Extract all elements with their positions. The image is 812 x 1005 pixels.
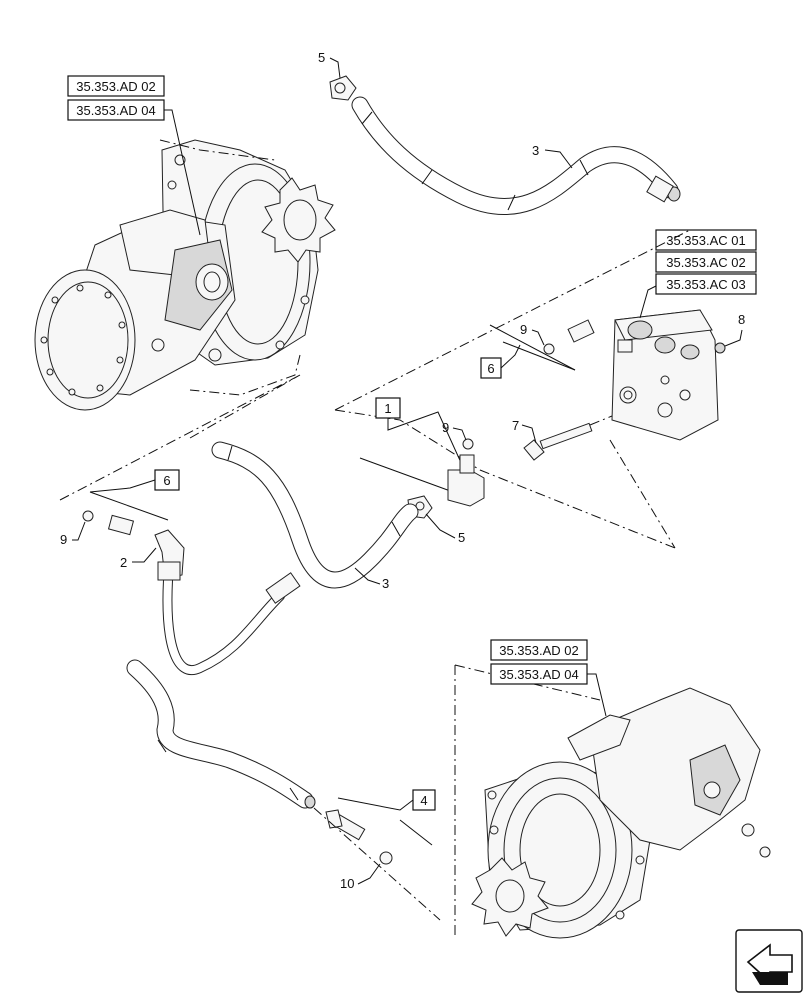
callout-5-top: 5: [318, 50, 325, 65]
callout-box-1[interactable]: 1: [375, 397, 401, 419]
callout-3-top: 3: [532, 143, 539, 158]
hose-lower: [126, 659, 316, 809]
callout-box-6-right[interactable]: 6: [480, 357, 502, 379]
bolt-7: [523, 422, 593, 461]
reference-box-right-2[interactable]: 35.353.AC 02: [655, 251, 757, 273]
svg-text:35.353.AD 02: 35.353.AD 02: [76, 79, 156, 94]
reference-box-right-1[interactable]: 35.353.AC 01: [655, 229, 757, 251]
o-ring-10: [379, 851, 393, 865]
callout-2: 2: [120, 555, 127, 570]
svg-text:35.353.AD 04: 35.353.AD 04: [499, 667, 579, 682]
fitting-left: [82, 510, 135, 536]
reference-box-bottom-1[interactable]: 35.353.AD 02: [490, 639, 588, 661]
svg-text:6: 6: [163, 473, 170, 488]
svg-text:6: 6: [487, 361, 494, 376]
drive-motor-bottom-right: [471, 687, 771, 939]
svg-text:35.353.AC 03: 35.353.AC 03: [666, 277, 746, 292]
reference-box-top-left-2[interactable]: 35.353.AD 04: [67, 99, 165, 121]
sprocket-top: [261, 177, 336, 263]
callout-9-mid: 9: [442, 420, 449, 435]
callout-box-6-left[interactable]: 6: [154, 469, 180, 491]
arrow-navigation-icon[interactable]: [735, 929, 803, 993]
sprocket-bottom: [471, 857, 549, 937]
reference-box-top-left-1[interactable]: 35.353.AD 02: [67, 75, 165, 97]
svg-text:35.353.AC 02: 35.353.AC 02: [666, 255, 746, 270]
callout-9-right: 9: [520, 322, 527, 337]
svg-text:35.353.AD 02: 35.353.AD 02: [499, 643, 579, 658]
callout-3-mid: 3: [382, 576, 389, 591]
svg-text:1: 1: [384, 401, 391, 416]
svg-text:4: 4: [420, 793, 427, 808]
callout-box-4[interactable]: 4: [412, 789, 436, 811]
hose-assembly-2: [154, 529, 301, 675]
valve-block: [611, 309, 726, 441]
reference-box-right-3[interactable]: 35.353.AC 03: [655, 273, 757, 295]
callout-10: 10: [340, 876, 354, 891]
clamp-top: [329, 75, 357, 101]
callout-8: 8: [738, 312, 745, 327]
callout-9-left: 9: [60, 532, 67, 547]
callout-5-mid: 5: [458, 530, 465, 545]
hose-middle: [211, 441, 419, 589]
callout-7: 7: [512, 418, 519, 433]
reference-box-bottom-2[interactable]: 35.353.AD 04: [490, 663, 588, 685]
leader-line-ref-top-left: [164, 109, 201, 236]
drive-motor-top-left: [34, 139, 336, 411]
fitting-right: [543, 319, 595, 355]
svg-text:35.353.AC 01: 35.353.AC 01: [666, 233, 746, 248]
elbow-fitting: [447, 438, 485, 507]
hose-top: [351, 96, 681, 215]
svg-text:35.353.AD 04: 35.353.AD 04: [76, 103, 156, 118]
fitting-4: [325, 809, 366, 841]
